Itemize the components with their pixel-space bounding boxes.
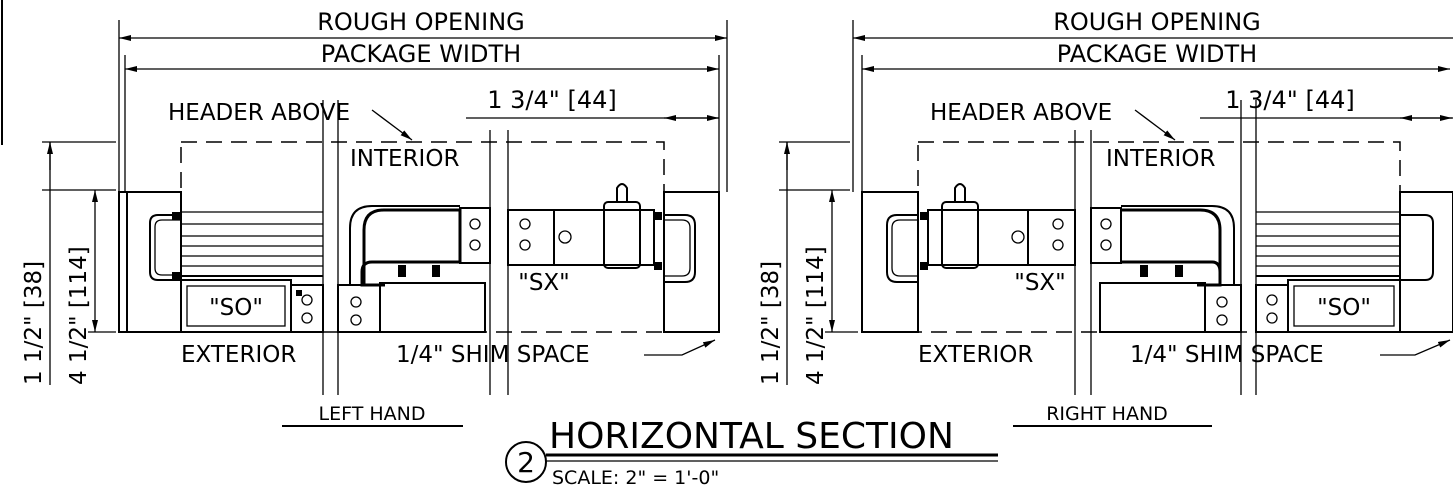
right-hand-label: RIGHT HAND — [1046, 403, 1168, 425]
scale-label: SCALE: 2" = 1'-0" — [552, 467, 719, 489]
depth-inner-label: 1 1/2" [38] — [758, 261, 784, 385]
sx-panel-frame — [1121, 208, 1222, 287]
sx-panel-frame — [349, 205, 460, 284]
sx-panel-label: "SX" — [518, 270, 570, 296]
rail-lines — [1256, 211, 1400, 277]
title-block: 2 HORIZONTAL SECTION SCALE: 2" = 1'-0" — [505, 416, 998, 489]
depth-outer-label: 4 1/2" [114] — [66, 246, 92, 385]
detail-number-circle — [505, 441, 547, 483]
sx-interlock — [459, 207, 491, 264]
rough-opening-label: ROUGH OPENING — [1053, 8, 1261, 36]
right-hand-section: ROUGH OPENING PACKAGE WIDTH HEADER ABOVE… — [758, 8, 1453, 427]
jamb-profile — [664, 214, 696, 283]
left-hand-label: LEFT HAND — [319, 403, 426, 425]
rail-lines — [181, 211, 323, 277]
sx-panel-frame — [1121, 205, 1235, 284]
interior-label: INTERIOR — [1106, 146, 1215, 172]
title: HORIZONTAL SECTION — [549, 416, 954, 457]
shim-space-label: 1/4" SHIM SPACE — [1130, 342, 1324, 368]
detail-number: 2 — [517, 446, 535, 479]
leader-line — [371, 109, 413, 141]
jamb-frame — [861, 191, 919, 333]
sx-lock-housing — [941, 201, 979, 269]
header-above-label: HEADER ABOVE — [930, 100, 1112, 126]
jamb-frame — [118, 191, 128, 333]
so-lower-panel — [1099, 282, 1206, 333]
jamb-profile — [1400, 214, 1434, 281]
jamb-profile — [664, 219, 691, 277]
sx-interlock — [1090, 207, 1122, 264]
lock-icon — [954, 183, 966, 202]
so-panel-glass — [186, 285, 286, 327]
jamb-frame — [1399, 191, 1453, 333]
jamb-profile — [154, 219, 181, 276]
so-panel-glass — [1293, 285, 1395, 327]
so-interlock — [290, 284, 324, 333]
exterior-label: EXTERIOR — [918, 342, 1033, 368]
interior-label: INTERIOR — [350, 146, 459, 172]
sx-interlock — [1027, 209, 1076, 266]
shim-space-label: 1/4" SHIM SPACE — [396, 342, 590, 368]
lower-interlock — [1204, 284, 1242, 333]
jamb-profile — [886, 214, 918, 283]
so-interlock — [1255, 284, 1289, 333]
so-panel-label: "SO" — [1317, 295, 1371, 321]
sx-lock-housing — [603, 201, 641, 269]
depth-inner-label: 1 1/2" [38] — [21, 261, 47, 385]
header-above-label: HEADER ABOVE — [168, 100, 350, 126]
jamb-frame — [663, 191, 720, 333]
offset-dim-label: 1 3/4" [44] — [1225, 86, 1354, 114]
left-hand-section: ROUGH OPENING PACKAGE WIDTH HEADER ABOVE… — [21, 8, 728, 427]
sx-panel-label: "SX" — [1014, 270, 1066, 296]
leader-line — [1134, 109, 1176, 141]
leader-line — [644, 339, 716, 356]
jamb-frame — [126, 191, 182, 333]
package-width-label: PACKAGE WIDTH — [1057, 40, 1257, 68]
so-lower-panel — [379, 282, 486, 333]
depth-outer-label: 4 1/2" [114] — [803, 246, 829, 385]
lower-interlock — [337, 284, 381, 333]
lock-icon — [616, 183, 628, 202]
rough-opening-label: ROUGH OPENING — [317, 8, 525, 36]
leader-line — [1380, 339, 1451, 356]
sx-panel-frame — [360, 208, 462, 287]
jamb-profile — [891, 219, 918, 277]
exterior-label: EXTERIOR — [181, 342, 296, 368]
jamb-profile — [149, 214, 181, 281]
offset-dim-label: 1 3/4" [44] — [487, 86, 616, 114]
package-width-label: PACKAGE WIDTH — [321, 40, 521, 68]
so-panel-label: "SO" — [209, 295, 263, 321]
sx-interlock — [507, 209, 555, 266]
